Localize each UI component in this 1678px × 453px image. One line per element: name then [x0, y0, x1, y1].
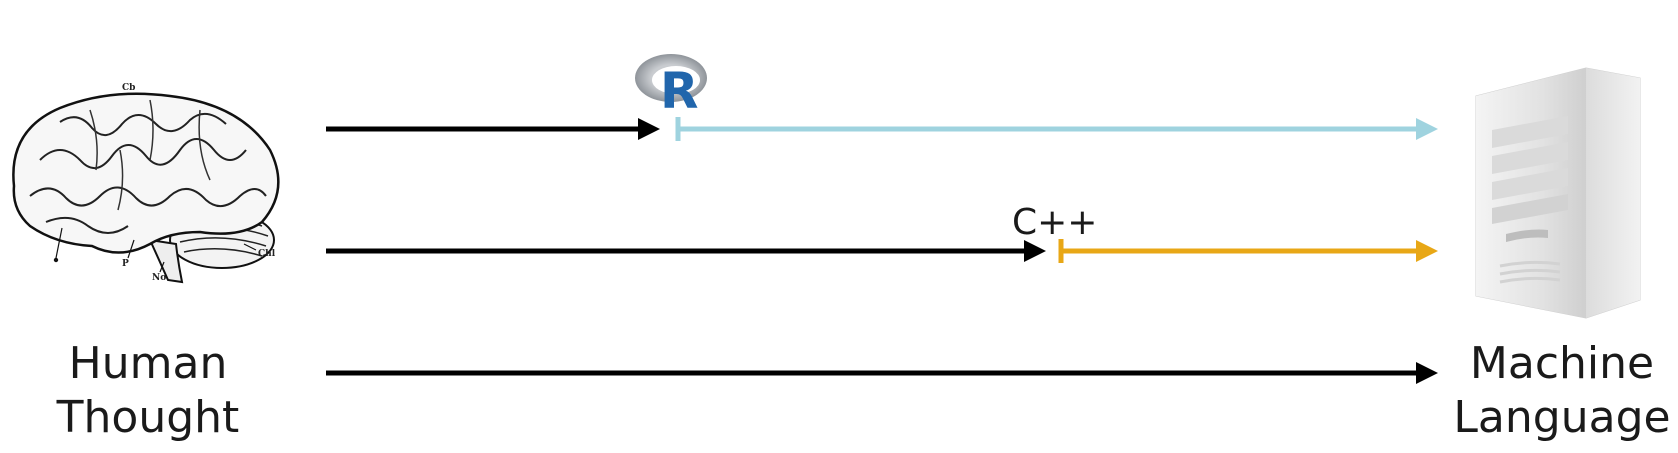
cpp-to-machine-head — [1416, 240, 1438, 262]
r-logo-icon: R — [635, 54, 707, 120]
brain-annotation-cb: Cb — [122, 83, 135, 93]
arrow-to-cpp-head — [1024, 240, 1046, 262]
svg-text:R: R — [660, 62, 699, 120]
server-icon — [1475, 67, 1641, 319]
arrow-to-r-head — [638, 118, 660, 140]
brain-annotation-chl: Chl — [258, 249, 276, 259]
target-label-line1: Machine — [1470, 338, 1654, 389]
cpp-label: C++ — [1012, 202, 1097, 243]
direct-arrow-head — [1416, 362, 1438, 384]
source-label-line2: Thought — [56, 392, 240, 443]
target-label-line2: Language — [1453, 392, 1670, 443]
brain-annotation-no: No — [152, 273, 166, 283]
source-label-line1: Human — [69, 338, 228, 389]
direct-path — [326, 362, 1438, 384]
cpp-path: C++ — [326, 202, 1438, 263]
brain-annotation-p: P — [122, 259, 129, 269]
brain-icon: Cb Chl No P — [12, 83, 280, 284]
r-path — [326, 117, 1438, 141]
r-to-machine-head — [1416, 118, 1438, 140]
